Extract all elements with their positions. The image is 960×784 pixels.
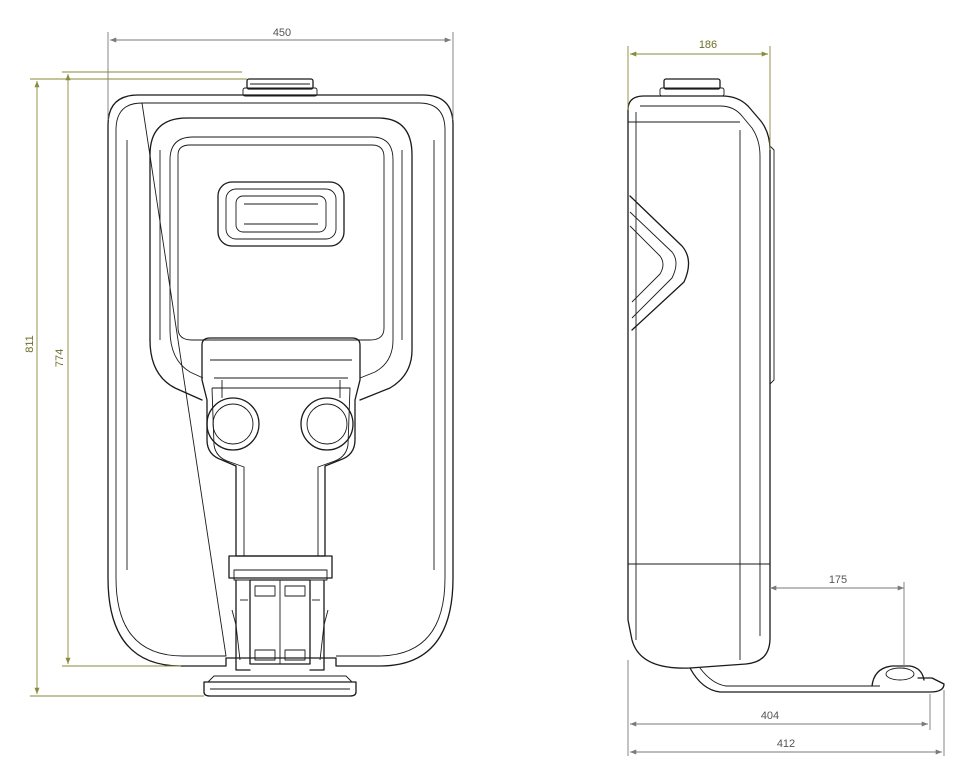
upper-panel <box>177 144 385 341</box>
dim-foot-offset: 175 <box>829 574 847 586</box>
tank-outer-outline <box>107 94 454 667</box>
outlet-box <box>228 555 333 671</box>
front-dimensions: 450 811 774 <box>24 27 454 697</box>
dim-length-404: 404 <box>761 710 779 722</box>
grip-handle <box>217 181 345 247</box>
dim-depth-top: 186 <box>699 39 717 51</box>
side-foot <box>689 665 945 693</box>
foot-plate <box>203 675 357 697</box>
side-dimensions: 186 175 404 412 <box>627 39 945 756</box>
port-left <box>206 397 260 451</box>
tank-inner-outline <box>115 102 446 657</box>
filler-cap <box>242 78 318 97</box>
side-tank-outline <box>627 95 771 669</box>
side-view <box>627 78 945 693</box>
dim-length-412: 412 <box>777 738 795 750</box>
dim-height-total: 811 <box>24 335 36 353</box>
dim-width-front: 450 <box>273 27 291 39</box>
side-filler-cap <box>659 78 725 97</box>
port-right <box>300 397 354 451</box>
front-view <box>107 78 454 697</box>
side-grip <box>629 195 690 331</box>
handle-channel-outer <box>149 117 413 401</box>
valve-block <box>201 337 361 557</box>
dim-height-body: 774 <box>54 349 66 367</box>
handle-channel-inner <box>169 136 394 379</box>
